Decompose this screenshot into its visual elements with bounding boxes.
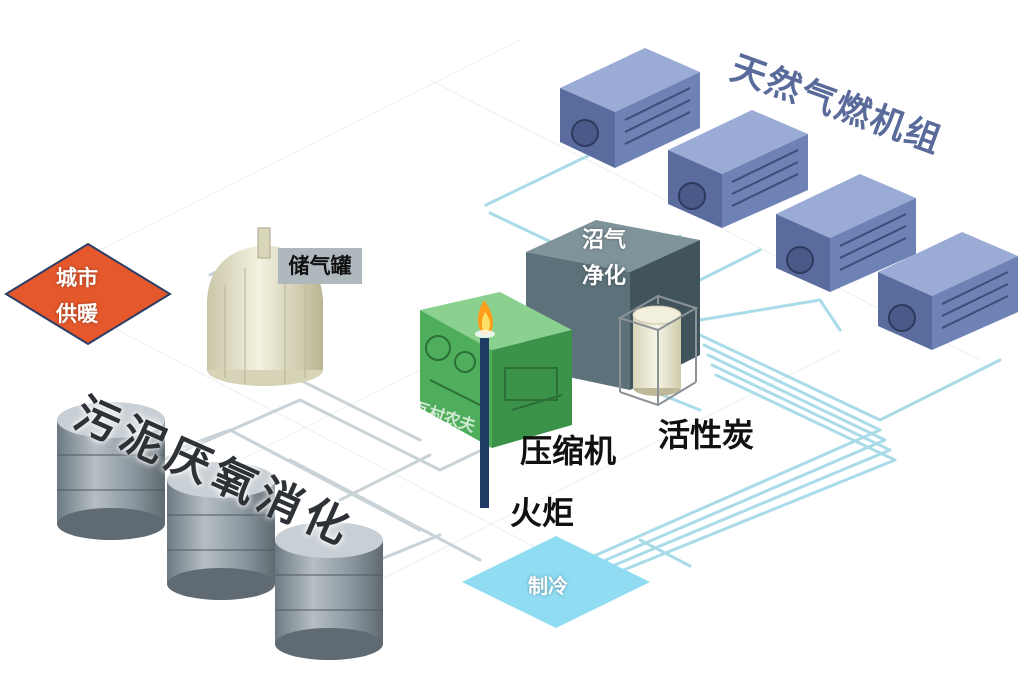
- heating-label-line1: 城市: [56, 266, 98, 290]
- gas-generator-1: [560, 48, 700, 168]
- sludge-digester-1: [57, 402, 165, 540]
- sludge-digester-3: [275, 522, 383, 660]
- flare-label: 火炬: [510, 494, 575, 532]
- sludge-digester-2: [167, 462, 275, 600]
- pipe-network: [484, 148, 1002, 580]
- refrigeration-label: 制冷: [528, 574, 568, 598]
- gas-generator-3: [776, 174, 916, 292]
- purification-label-line2: 净化: [582, 264, 627, 289]
- purification-label-line1: 沼气: [582, 228, 627, 253]
- heating-label-line2: 供暖: [56, 302, 98, 326]
- gas-storage-tank: [207, 227, 323, 386]
- refrigeration-diamond: [462, 536, 650, 628]
- flare-stack: [475, 300, 495, 508]
- storage-tank-label: 储气罐: [278, 248, 362, 284]
- district-heating-diamond: [4, 242, 172, 346]
- compressor-label: 压缩机: [520, 432, 617, 470]
- gas-generator-2: [668, 110, 808, 228]
- activated-carbon-vessel: [617, 294, 699, 407]
- gas-generator-4: [878, 232, 1018, 350]
- compressor-unit: [420, 292, 572, 448]
- activated-carbon-label: 活性炭: [658, 416, 755, 454]
